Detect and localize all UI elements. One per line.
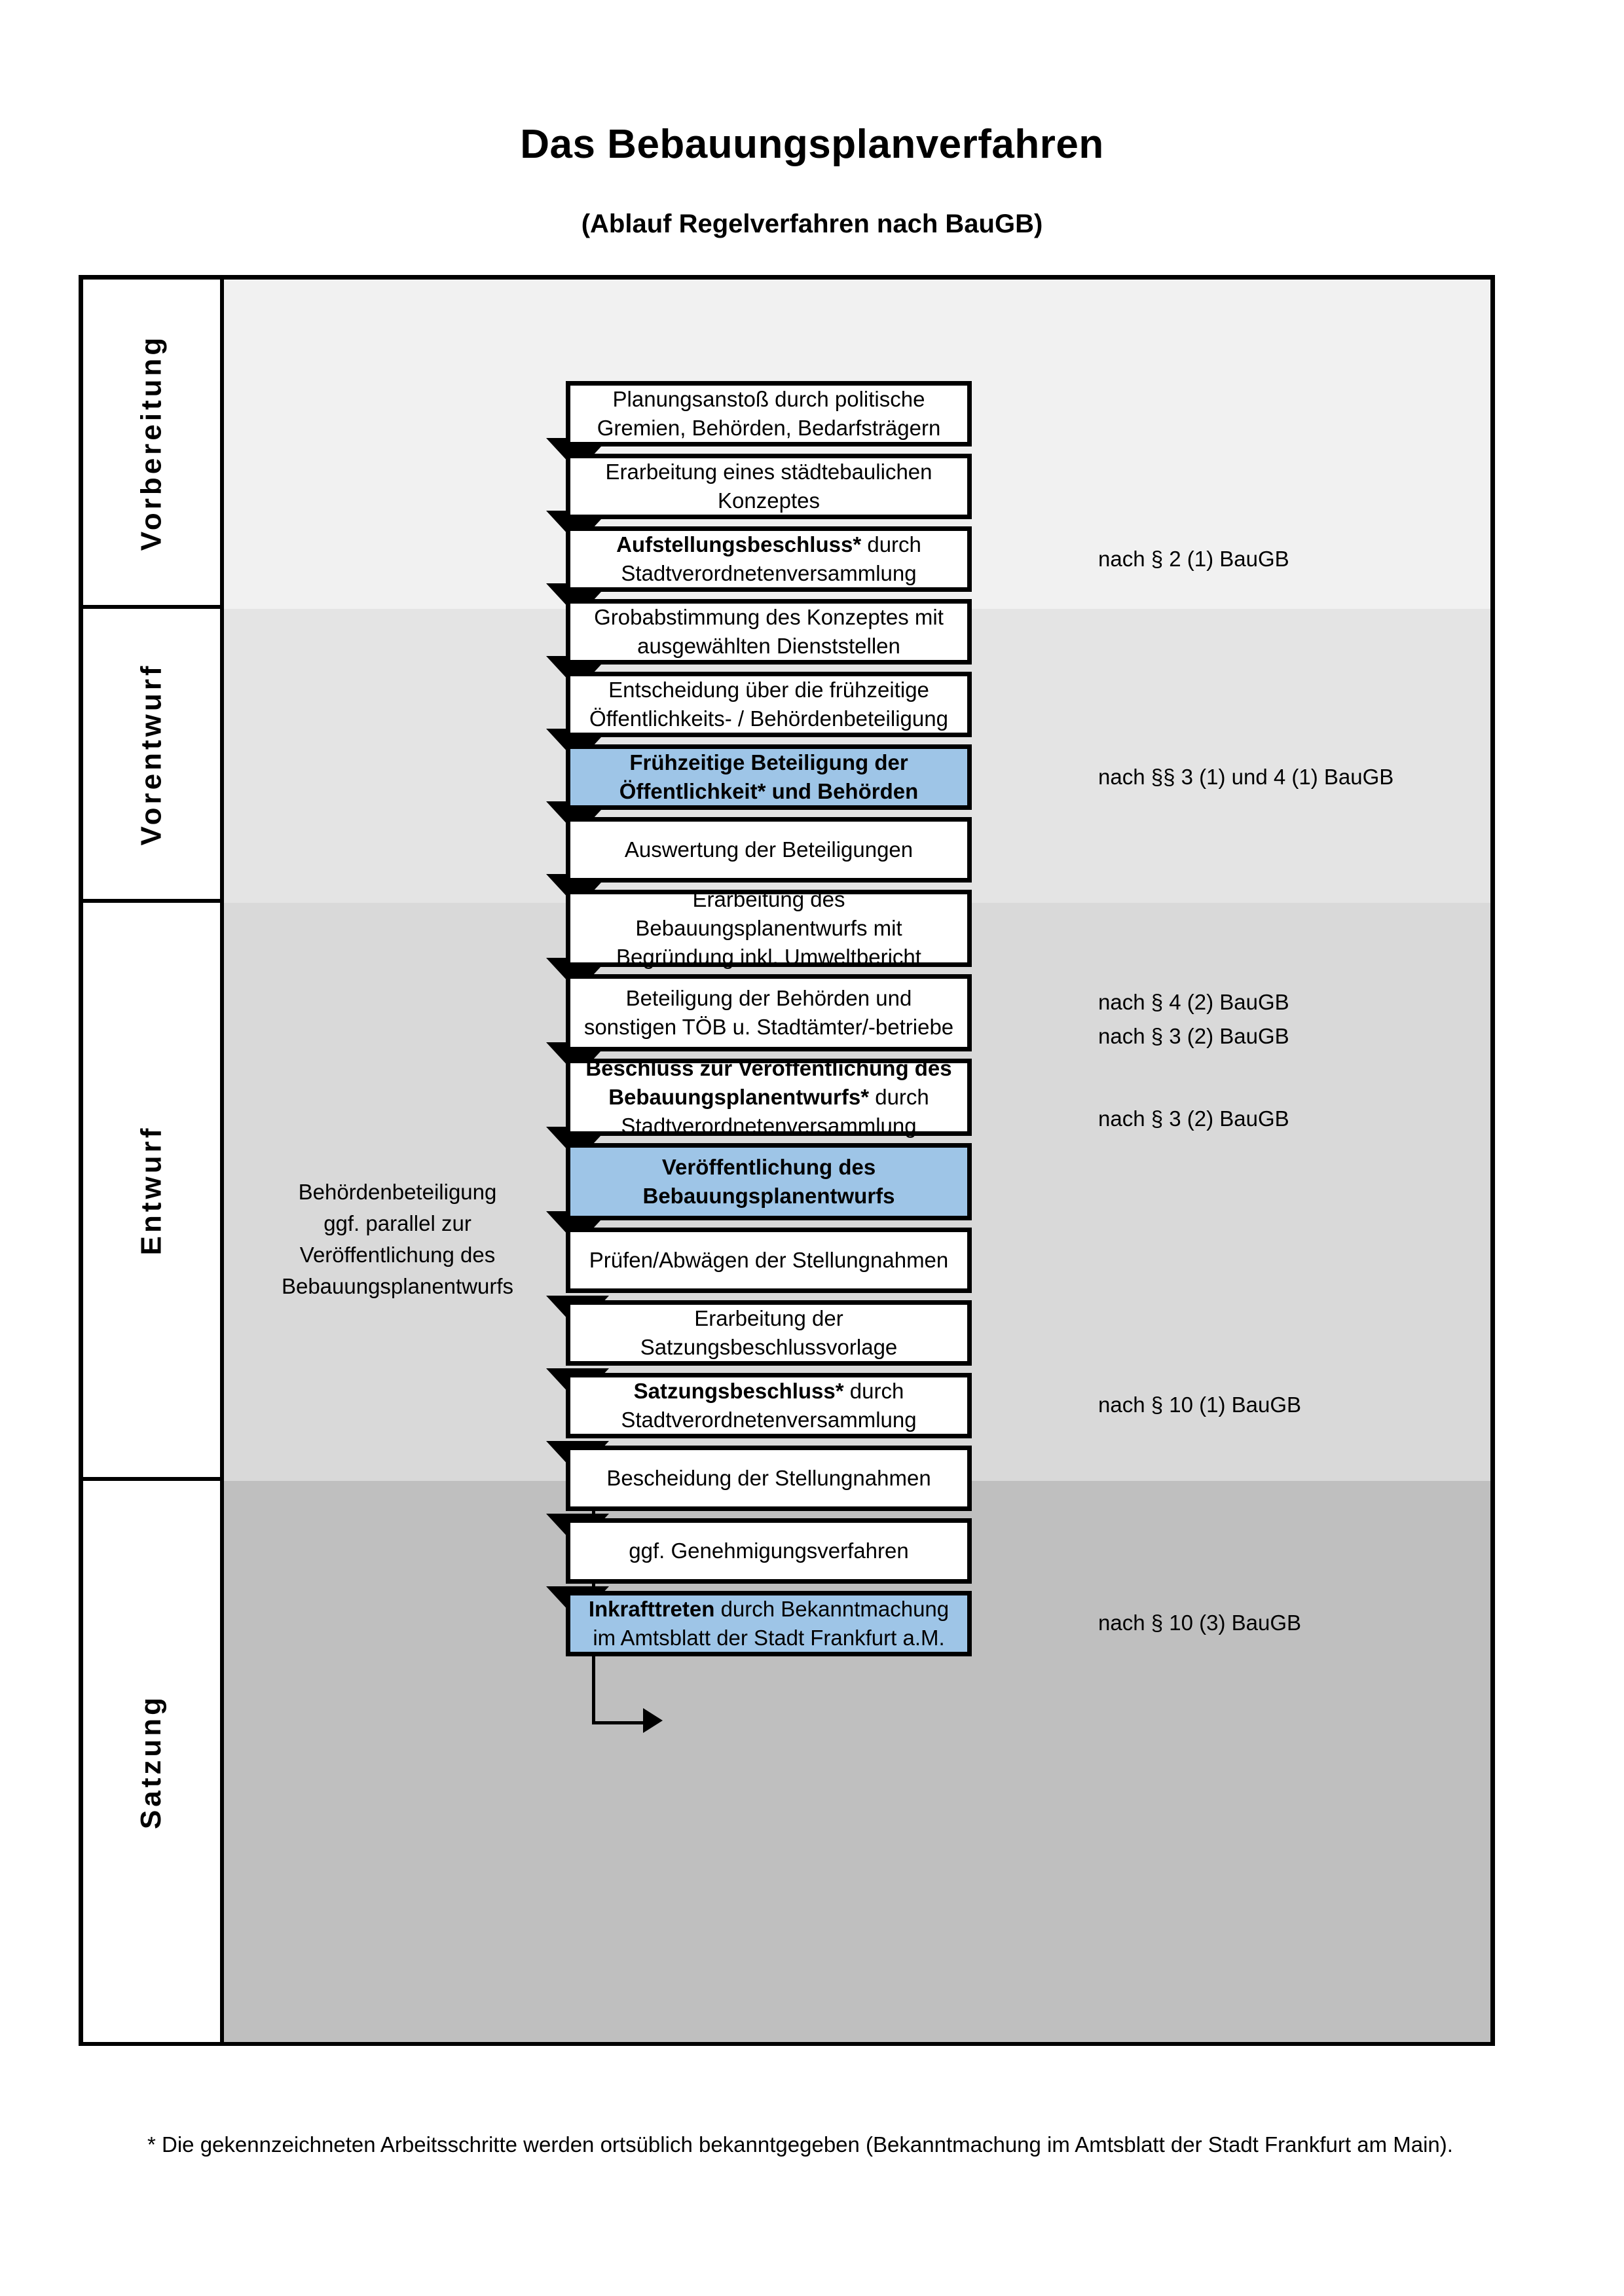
reference-par10-1: nach § 10 (1) BauGB	[1098, 1393, 1302, 1417]
phase-label-text: Vorentwurf	[135, 663, 168, 845]
phase-label-entwurf: Entwurf	[83, 903, 224, 1481]
step-genehmigungsverfahren[interactable]: ggf. Genehmigungsverfahren	[566, 1518, 972, 1584]
reference-par2-1: nach § 2 (1) BauGB	[1098, 547, 1289, 571]
reference-par3-1: nach §§ 3 (1) und 4 (1) BauGB	[1098, 765, 1394, 789]
reference-par4-2: nach § 4 (2) BauGB	[1098, 990, 1289, 1014]
phase-label-text: Vorbereitung	[135, 334, 168, 551]
process-diagram: Vorbereitung Vorentwurf Entwurf Satzung …	[79, 275, 1495, 2046]
footnote-text: * Die gekennzeichneten Arbeitsschritte w…	[147, 2132, 1453, 2157]
step-auswertung[interactable]: Auswertung der Beteiligungen	[566, 817, 972, 883]
step-bescheidung[interactable]: Bescheidung der Stellungnahmen	[566, 1446, 972, 1511]
feedback-arrowhead	[643, 1708, 663, 1733]
phase-label-text: Entwurf	[135, 1125, 168, 1255]
page-subtitle: (Ablauf Regelverfahren nach BauGB)	[581, 210, 1043, 238]
page-title: Das Bebauungsplanverfahren	[520, 122, 1104, 167]
phase-label-satzung: Satzung	[83, 1481, 224, 2042]
phase-label-vorentwurf: Vorentwurf	[83, 609, 224, 903]
reference-par3-2a: nach § 3 (2) BauGB	[1098, 1106, 1289, 1131]
phase-label-vorbereitung: Vorbereitung	[83, 280, 224, 609]
reference-par3-2b: nach § 3 (2) BauGB	[1098, 1024, 1289, 1048]
step-pruefen-abwaegen[interactable]: Prüfen/Abwägen der Stellungnahmen	[566, 1228, 972, 1293]
phase-label-text: Satzung	[135, 1694, 168, 1829]
reference-par10-3: nach § 10 (3) BauGB	[1098, 1611, 1302, 1635]
